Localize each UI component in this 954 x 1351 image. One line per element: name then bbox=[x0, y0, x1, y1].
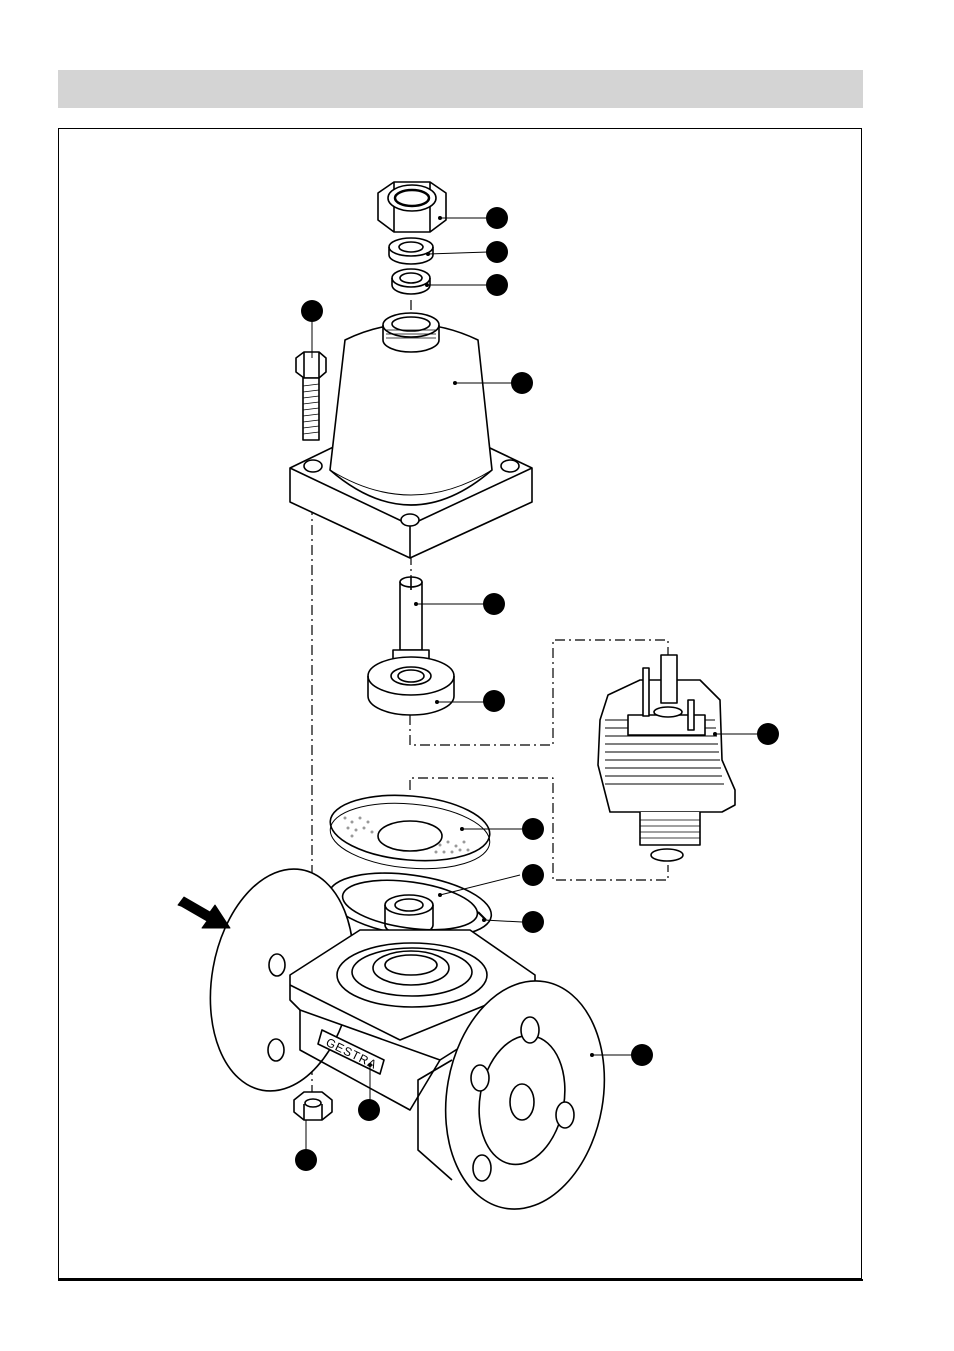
callout-12 bbox=[631, 1044, 653, 1066]
callout-4 bbox=[511, 372, 533, 394]
callout-14 bbox=[295, 1149, 317, 1171]
leader-dots bbox=[368, 216, 717, 1067]
union-nut bbox=[377, 181, 447, 233]
callout-10 bbox=[522, 864, 544, 886]
hex-bolt bbox=[295, 351, 327, 441]
figure-frame bbox=[58, 128, 862, 1279]
header-bar bbox=[58, 70, 863, 108]
gasket-ring bbox=[391, 268, 431, 295]
regulator bbox=[597, 654, 736, 862]
valve-body: GESTRA bbox=[209, 868, 606, 1210]
seat-ring bbox=[367, 656, 455, 716]
hex-nut bbox=[293, 1091, 333, 1121]
bottom-rule bbox=[58, 1279, 863, 1281]
callout-6 bbox=[483, 593, 505, 615]
callout-2 bbox=[486, 241, 508, 263]
assembly-lines bbox=[311, 300, 669, 1095]
callout-5 bbox=[301, 300, 323, 322]
stem bbox=[392, 576, 430, 663]
strainer-screen bbox=[329, 794, 491, 870]
collar-ring bbox=[388, 237, 434, 265]
callout-8 bbox=[757, 723, 779, 745]
callout-9 bbox=[522, 818, 544, 840]
callout-11 bbox=[522, 911, 544, 933]
flow-direction-arrow bbox=[177, 896, 231, 929]
leader-lines bbox=[305, 217, 758, 1150]
callout-1 bbox=[486, 207, 508, 229]
callout-7 bbox=[483, 690, 505, 712]
bonnet bbox=[289, 312, 533, 559]
callout-13 bbox=[358, 1099, 380, 1121]
callout-3 bbox=[486, 274, 508, 296]
